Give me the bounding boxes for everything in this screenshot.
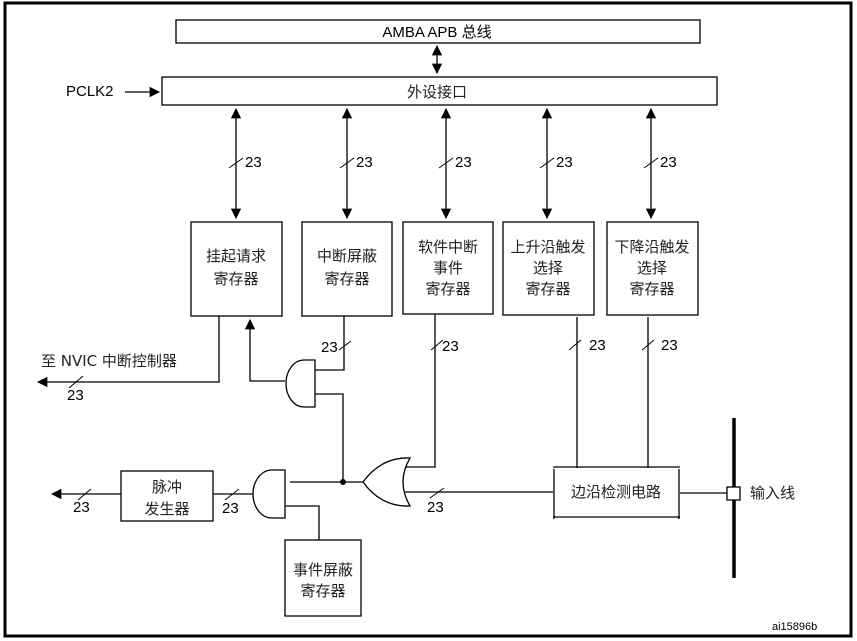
bus-width-label: 23 <box>427 499 444 516</box>
bus-width-label: 23 <box>356 154 373 171</box>
and-gate-interrupt: 23 <box>244 316 352 482</box>
svg-text:寄存器: 寄存器 <box>213 270 258 288</box>
outer-frame <box>3 1 853 638</box>
svg-text:寄存器: 寄存器 <box>300 582 345 600</box>
bus-width-label: 23 <box>455 154 472 171</box>
sw-event-line <box>405 314 436 468</box>
amba-apb-bus: AMBA APB 总线 <box>175 19 701 44</box>
bus-width-label: 23 <box>73 499 90 516</box>
register-falling-trigger: 下降沿触发 选择 寄存器 <box>606 221 699 316</box>
bus-width-label: 23 <box>67 387 84 404</box>
svg-text:挂起请求: 挂起请求 <box>206 247 266 265</box>
svg-text:寄存器: 寄存器 <box>525 280 570 298</box>
register-event-mask: 事件屏蔽 寄存器 <box>284 539 362 617</box>
svg-text:寄存器: 寄存器 <box>324 270 369 288</box>
bus-int-mask: 23 <box>339 107 373 220</box>
nvic-label: 至 NVIC 中断控制器 <box>41 352 177 370</box>
and-gate-event <box>252 469 320 540</box>
register-interrupt-mask: 中断屏蔽 寄存器 <box>301 221 393 317</box>
svg-text:软件中断: 软件中断 <box>418 238 478 256</box>
svg-text:发生器: 发生器 <box>144 500 189 518</box>
svg-text:事件: 事件 <box>433 259 463 277</box>
pclk2-label: PCLK2 <box>66 83 114 100</box>
svg-text:事件屏蔽: 事件屏蔽 <box>293 561 353 579</box>
svg-text:上升沿触发: 上升沿触发 <box>510 238 585 256</box>
svg-text:脉冲: 脉冲 <box>152 478 182 496</box>
bus-width-label: 23 <box>589 337 606 354</box>
nvic-output: 23 至 NVIC 中断控制器 <box>36 316 220 404</box>
junction-dot <box>340 479 346 485</box>
edge-detect-label: 边沿检测电路 <box>571 483 661 501</box>
register-pending-request: 挂起请求 寄存器 <box>190 221 283 317</box>
input-pin <box>726 486 741 501</box>
bus-width-label: 23 <box>556 154 573 171</box>
bus-width-label: 23 <box>245 154 262 171</box>
svg-text:寄存器: 寄存器 <box>629 280 674 298</box>
bus-sw-event: 23 <box>438 107 472 220</box>
register-software-event: 软件中断 事件 寄存器 <box>402 221 494 315</box>
svg-text:下降沿触发: 下降沿触发 <box>614 238 689 256</box>
svg-text:寄存器: 寄存器 <box>425 280 470 298</box>
bus-width-label: 23 <box>321 339 338 356</box>
input-line: 输入线 <box>680 418 795 578</box>
input-line-label: 输入线 <box>750 484 795 502</box>
or-gate <box>362 457 412 507</box>
bus-width-label: 23 <box>222 500 239 517</box>
bus-width-label: 23 <box>442 338 459 355</box>
register-rising-trigger: 上升沿触发 选择 寄存器 <box>502 221 595 316</box>
bus-width-label: 23 <box>660 154 677 171</box>
svg-text:选择: 选择 <box>533 259 563 277</box>
pulse-generator: 脉冲 发生器 <box>120 470 214 522</box>
bus-falling: 23 <box>643 107 677 220</box>
peripheral-interface-label: 外设接口 <box>407 83 467 101</box>
svg-text:选择: 选择 <box>637 259 667 277</box>
register-buses: 23 23 23 23 23 <box>228 107 677 220</box>
peripheral-interface: 外设接口 <box>161 76 718 106</box>
bus-rising: 23 <box>539 107 573 220</box>
edge-detection-circuit: 边沿检测电路 <box>553 466 680 519</box>
amba-bus-label: AMBA APB 总线 <box>382 24 491 41</box>
bus-pending: 23 <box>228 107 262 220</box>
svg-text:中断屏蔽: 中断屏蔽 <box>317 247 377 265</box>
bus-width-label: 23 <box>661 337 678 354</box>
figure-id: ai15896b <box>772 621 817 633</box>
